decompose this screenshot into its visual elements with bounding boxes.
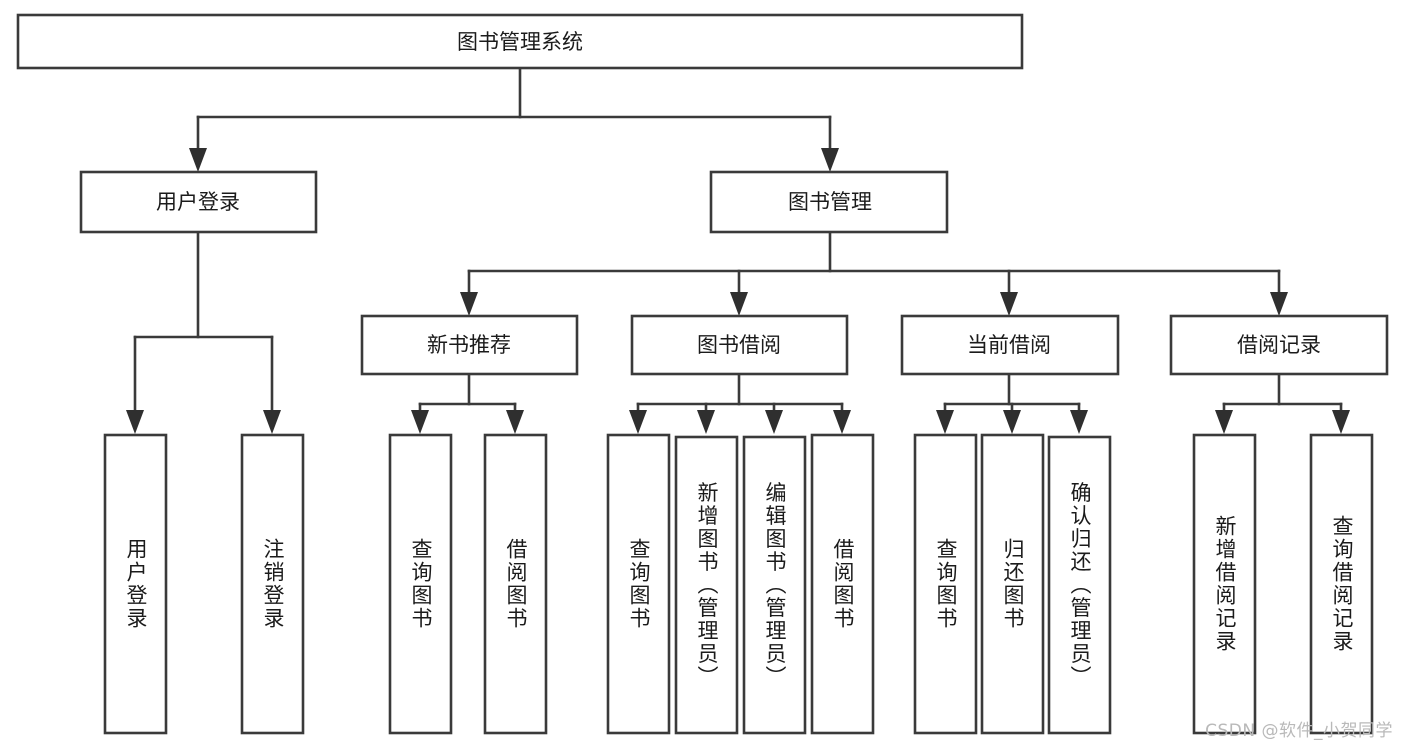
node-leaf-query-book-a-box[interactable] bbox=[388, 433, 453, 735]
node-leaf-edit-book-label: 编辑图书（管理员） bbox=[763, 482, 787, 689]
node-current-borrow-label: 当前借阅 bbox=[967, 333, 1051, 357]
node-leaf-query-record-label: 查询借阅记录 bbox=[1330, 515, 1354, 653]
node-leaf-borrow-book-a-box[interactable] bbox=[483, 433, 548, 735]
arrow-to-book-borrow bbox=[730, 292, 748, 316]
node-new-book-rec-box[interactable] bbox=[360, 314, 579, 376]
node-root[interactable]: 图书管理系统 bbox=[16, 13, 1024, 70]
node-leaf-borrow-book-a-label: 借阅图书 bbox=[504, 538, 528, 630]
arrow-to-leaf-borrow-book-b bbox=[833, 410, 851, 434]
node-leaf-return-book[interactable]: 归还图书 bbox=[980, 433, 1045, 735]
node-book-borrow[interactable]: 图书借阅 bbox=[630, 314, 849, 376]
node-user-login-box[interactable] bbox=[79, 170, 318, 234]
arrow-to-leaf-return-book bbox=[1003, 410, 1021, 434]
arrow-to-new-book-rec bbox=[460, 292, 478, 316]
node-leaf-logout-box[interactable] bbox=[240, 433, 305, 735]
arrow-to-leaf-add-record bbox=[1215, 410, 1233, 434]
node-current-borrow[interactable]: 当前借阅 bbox=[900, 314, 1120, 376]
arrow-to-leaf-query-book-b bbox=[629, 410, 647, 434]
node-leaf-query-record[interactable]: 查询借阅记录 bbox=[1309, 433, 1374, 735]
node-leaf-add-record-label: 新增借阅记录 bbox=[1213, 515, 1237, 653]
node-root-box[interactable] bbox=[16, 13, 1024, 70]
node-leaf-return-book-box[interactable] bbox=[980, 433, 1045, 735]
node-leaf-add-book[interactable]: 新增图书（管理员） bbox=[674, 435, 739, 735]
node-leaf-borrow-book-b-box[interactable] bbox=[810, 433, 875, 735]
node-leaf-logout-label: 注销登录 bbox=[261, 538, 285, 630]
node-user-login[interactable]: 用户登录 bbox=[79, 170, 318, 234]
node-new-book-rec-label: 新书推荐 bbox=[427, 333, 511, 357]
arrow-to-leaf-logout bbox=[263, 410, 281, 434]
arrow-to-leaf-borrow-book-a bbox=[506, 410, 524, 434]
arrow-to-leaf-edit-book bbox=[765, 410, 783, 434]
node-root-label: 图书管理系统 bbox=[457, 30, 583, 54]
node-leaf-edit-book[interactable]: 编辑图书（管理员） bbox=[742, 435, 807, 735]
node-leaf-query-book-a[interactable]: 查询图书 bbox=[388, 433, 453, 735]
node-leaf-query-book-c-label: 查询图书 bbox=[934, 538, 958, 630]
node-leaf-add-record[interactable]: 新增借阅记录 bbox=[1192, 433, 1257, 735]
node-book-mgmt[interactable]: 图书管理 bbox=[709, 170, 949, 234]
node-book-borrow-box[interactable] bbox=[630, 314, 849, 376]
connector-layer bbox=[126, 66, 1350, 434]
arrow-to-user-login bbox=[189, 148, 207, 172]
node-new-book-rec[interactable]: 新书推荐 bbox=[360, 314, 579, 376]
arrow-to-current-borrow bbox=[1000, 292, 1018, 316]
arrow-to-leaf-user-login bbox=[126, 410, 144, 434]
node-user-login-label: 用户登录 bbox=[156, 190, 240, 214]
node-book-mgmt-box[interactable] bbox=[709, 170, 949, 234]
node-leaf-return-book-label: 归还图书 bbox=[1001, 538, 1025, 630]
node-leaf-borrow-book-b-label: 借阅图书 bbox=[831, 538, 855, 630]
node-leaf-logout[interactable]: 注销登录 bbox=[240, 433, 305, 735]
node-leaf-user-login-box[interactable] bbox=[103, 433, 168, 735]
arrow-to-leaf-add-book bbox=[697, 410, 715, 434]
node-leaf-confirm-return[interactable]: 确认归还（管理员） bbox=[1047, 435, 1112, 735]
node-leaf-query-book-b-label: 查询图书 bbox=[627, 538, 651, 630]
node-current-borrow-box[interactable] bbox=[900, 314, 1120, 376]
node-leaf-add-record-box[interactable] bbox=[1192, 433, 1257, 735]
arrow-to-leaf-confirm-return bbox=[1070, 410, 1088, 434]
node-leaf-query-book-a-label: 查询图书 bbox=[409, 538, 433, 630]
node-leaf-confirm-return-label: 确认归还（管理员） bbox=[1068, 482, 1092, 689]
node-leaf-query-book-c[interactable]: 查询图书 bbox=[913, 433, 978, 735]
node-book-mgmt-label: 图书管理 bbox=[788, 190, 872, 214]
node-leaf-query-record-box[interactable] bbox=[1309, 433, 1374, 735]
arrow-to-leaf-query-record bbox=[1332, 410, 1350, 434]
node-leaf-add-book-label: 新增图书（管理员） bbox=[695, 482, 719, 689]
node-leaf-add-book-box[interactable] bbox=[674, 435, 739, 735]
node-leaf-confirm-return-box[interactable] bbox=[1047, 435, 1112, 735]
node-leaf-borrow-book-b[interactable]: 借阅图书 bbox=[810, 433, 875, 735]
arrow-to-borrow-record bbox=[1270, 292, 1288, 316]
node-borrow-record[interactable]: 借阅记录 bbox=[1169, 314, 1389, 376]
node-borrow-record-label: 借阅记录 bbox=[1237, 333, 1321, 357]
arrow-to-book-mgmt bbox=[821, 148, 839, 172]
node-leaf-borrow-book-a[interactable]: 借阅图书 bbox=[483, 433, 548, 735]
node-leaf-query-book-b-box[interactable] bbox=[606, 433, 671, 735]
node-book-borrow-label: 图书借阅 bbox=[697, 333, 781, 357]
node-leaf-user-login-label: 用户登录 bbox=[124, 538, 148, 630]
arrow-to-leaf-query-book-a bbox=[411, 410, 429, 434]
node-borrow-record-box[interactable] bbox=[1169, 314, 1389, 376]
node-leaf-edit-book-box[interactable] bbox=[742, 435, 807, 735]
node-leaf-query-book-c-box[interactable] bbox=[913, 433, 978, 735]
node-leaf-user-login[interactable]: 用户登录 bbox=[103, 433, 168, 735]
arrow-to-leaf-query-book-c bbox=[936, 410, 954, 434]
node-leaf-query-book-b[interactable]: 查询图书 bbox=[606, 433, 671, 735]
